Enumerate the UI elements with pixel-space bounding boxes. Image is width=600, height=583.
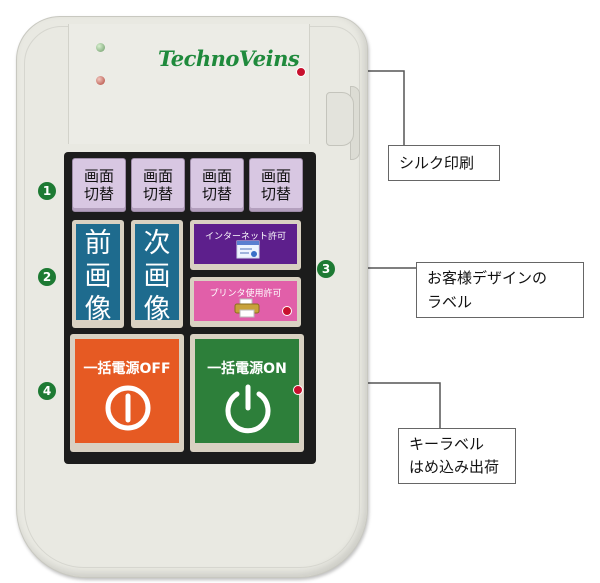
printer-permit-key[interactable]: プリンタ使用許可 <box>190 277 301 327</box>
printer-permit-text: プリンタ使用許可 <box>209 289 282 299</box>
callout-silk-text: シルク印刷 <box>399 154 475 172</box>
power-icon <box>105 385 151 431</box>
key-label-line-1: 画面 <box>260 167 291 185</box>
key-label-line-2: 切替 <box>142 185 173 203</box>
power-off-label: 一括電源OFF <box>75 339 179 443</box>
custom-label-marker-dot <box>282 306 292 316</box>
prev-image-char-3: 像 <box>84 294 112 325</box>
callout-custom-label-line-2: ラベル <box>427 293 473 311</box>
callout-custom-label: お客様デザインの ラベル <box>416 262 584 318</box>
group-number-1: 1 <box>38 182 56 200</box>
status-led-green <box>96 43 105 52</box>
prev-image-char-1: 前 <box>84 228 112 259</box>
toggle-key-4[interactable]: 画面 切替 <box>249 158 303 212</box>
printer-permit-label: プリンタ使用許可 <box>194 281 297 321</box>
internet-permit-label: インターネット許可 <box>194 224 297 264</box>
power-off-key[interactable]: 一括電源OFF <box>70 334 184 452</box>
key-label-line-2: 切替 <box>83 185 114 203</box>
key-label-line-1: 画面 <box>83 167 114 185</box>
browser-window-icon <box>236 240 260 259</box>
internet-permit-key[interactable]: インターネット許可 <box>190 220 301 270</box>
side-tab <box>326 92 354 146</box>
callout-silk-print: シルク印刷 <box>388 145 500 181</box>
group-number-4: 4 <box>38 382 56 400</box>
power-off-text: 一括電源OFF <box>83 361 171 377</box>
prev-image-char-2: 画 <box>84 261 112 292</box>
key-label-line-2: 切替 <box>201 185 232 203</box>
printer-icon <box>234 298 260 318</box>
brand-logo: TechnoVeins <box>158 46 300 71</box>
callout-key-label-ship: キーラベル はめ込み出荷 <box>398 428 516 484</box>
prev-image-key[interactable]: 前 画 像 <box>72 220 124 328</box>
top-panel <box>68 24 310 144</box>
key-label-line-1: 画面 <box>142 167 173 185</box>
prev-image-label: 前 画 像 <box>76 224 120 325</box>
callout-custom-label-line-1: お客様デザインの <box>427 269 548 287</box>
power-on-key[interactable]: 一括電源ON <box>190 334 304 452</box>
silk-marker-dot <box>296 67 306 77</box>
toggle-key-2[interactable]: 画面 切替 <box>131 158 185 212</box>
group-number-2: 2 <box>38 268 56 286</box>
key-label-line-1: 画面 <box>201 167 232 185</box>
next-image-char-1: 次 <box>143 228 171 259</box>
group-number-3: 3 <box>317 260 335 278</box>
power-on-label: 一括電源ON <box>195 339 303 443</box>
next-image-char-3: 像 <box>143 294 171 325</box>
next-image-char-2: 画 <box>143 261 171 292</box>
toggle-key-3[interactable]: 画面 切替 <box>190 158 244 212</box>
callout-ship-line-2: はめ込み出荷 <box>409 458 500 476</box>
toggle-key-1[interactable]: 画面 切替 <box>72 158 126 212</box>
next-image-label: 次 画 像 <box>135 224 179 325</box>
power-icon <box>225 384 271 434</box>
next-image-key[interactable]: 次 画 像 <box>131 220 183 328</box>
status-led-red <box>96 76 105 85</box>
ship-marker-dot <box>293 385 303 395</box>
callout-ship-line-1: キーラベル <box>409 435 485 453</box>
internet-permit-text: インターネット許可 <box>204 232 286 242</box>
key-label-line-2: 切替 <box>260 185 291 203</box>
power-on-text: 一括電源ON <box>207 361 287 377</box>
